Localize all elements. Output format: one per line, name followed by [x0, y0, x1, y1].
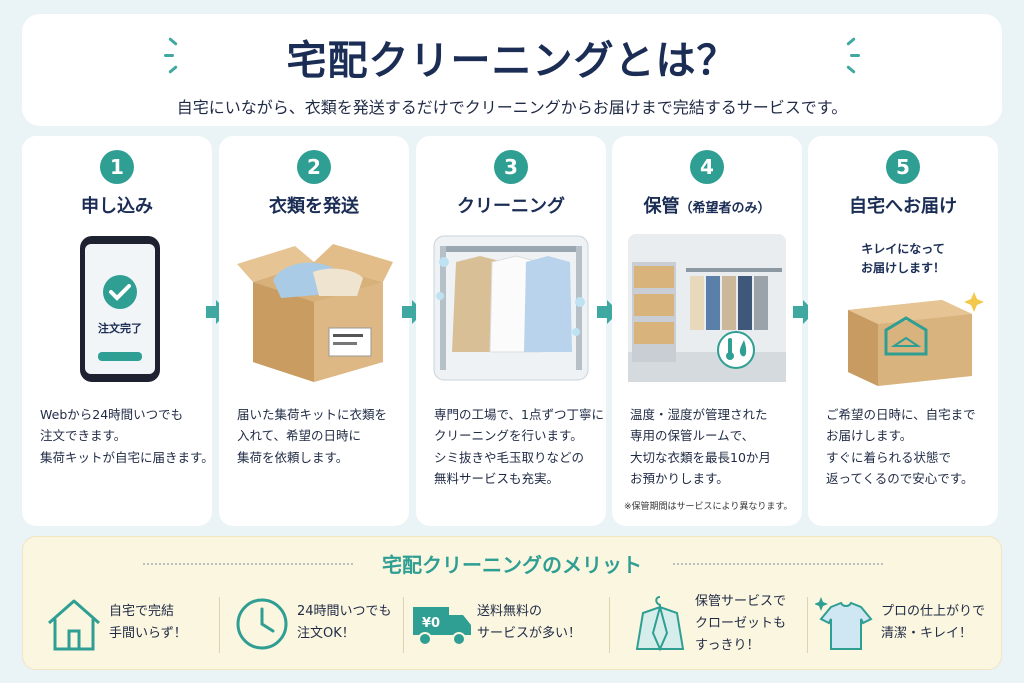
delivery-box-icon — [848, 292, 984, 386]
divider — [403, 597, 404, 653]
divider — [807, 597, 808, 653]
sparkle-left-icon — [162, 36, 192, 76]
divider — [673, 563, 883, 565]
truck-icon: ¥0 — [413, 607, 471, 646]
step-number: 2 — [297, 150, 331, 184]
clock-icon — [236, 598, 288, 650]
jacket-hanger-icon — [635, 596, 685, 652]
step-card-3: 3 クリーニング 専門の工場で、1点ずつ丁寧に クリーニングを行います。 シミ抜… — [416, 136, 606, 526]
phone-label: 注文完了 — [98, 321, 142, 335]
merits-title: 宅配クリーニングのメリット — [382, 553, 642, 577]
divider — [219, 597, 220, 653]
step-number: 4 — [690, 150, 724, 184]
merit-item: プロの仕上がりで 清潔・キレイ！ — [815, 589, 1005, 659]
step-number: 5 — [886, 150, 920, 184]
step-title: 申し込み — [81, 196, 153, 217]
merit-item: 保管サービスで クローゼットも すっきり！ — [629, 589, 819, 659]
step-description: 専門の工場で、1点ずつ丁寧に クリーニングを行います。 シミ抜きや毛玉取りなどの… — [434, 407, 604, 486]
hanging-clothes-icon — [433, 235, 589, 381]
divider — [609, 597, 610, 653]
divider — [143, 563, 353, 565]
merit-item: 24時間いつでも 注文OK！ — [231, 589, 421, 659]
step-number: 1 — [100, 150, 134, 184]
step-number: 3 — [494, 150, 528, 184]
sparkle-right-icon — [832, 36, 862, 76]
step-title: 保管（希望者のみ） — [643, 196, 771, 217]
step-title: 衣類を発送 — [269, 196, 359, 217]
step-title: 自宅へお届け — [849, 196, 957, 217]
cardboard-box-icon — [237, 244, 393, 382]
step-description: 届いた集荷キットに衣類を 入れて、希望の日時に 集荷を依頼します。 — [237, 407, 388, 465]
storage-note: ※保管期間はサービスにより異なります。 — [624, 502, 793, 512]
merit-item: ¥0 送料無料の サービスが多い！ — [411, 589, 601, 659]
merits-panel: 宅配クリーニングのメリット 自宅で完結 手間いらず！ 24時間いつでも 注文OK… — [22, 536, 1002, 670]
step-card-1: 1 申し込み 注文完了 Webから24時間いつでも 注文できます。 集荷キットが… — [22, 136, 214, 526]
page-title: 宅配クリーニングとは？ — [286, 38, 738, 84]
step-description: Webから24時間いつでも 注文できます。 集荷キットが自宅に届きます。 — [40, 407, 214, 465]
smartphone-icon: 注文完了 — [80, 236, 160, 382]
header-card: 宅配クリーニングとは？ 自宅にいながら、衣類を発送するだけでクリーニングからお届… — [22, 14, 1002, 126]
truck-badge: ¥0 — [422, 616, 440, 631]
merit-item: 自宅で完結 手間いらず！ — [43, 589, 233, 659]
page-subtitle: 自宅にいながら、衣類を発送するだけでクリーニングからお届けまで完結するサービスで… — [176, 98, 848, 117]
step-description: 温度・湿度が管理された 専用の保管ルームで、 大切な衣類を最長10か月 お預かり… — [630, 407, 771, 486]
step-card-5: 5 自宅へお届け キレイになって お届けします！ ご希望の日時に、自宅まで お届… — [808, 136, 998, 526]
storage-room-icon — [628, 234, 786, 382]
step-description: ご希望の日時に、自宅まで お届けします。 すぐに着られる状態で 返ってくるので安… — [826, 407, 976, 486]
step-card-2: 2 衣類を発送 届いた集荷キットに衣類を 入れて、希望の日時に 集荷を依頼します… — [219, 136, 409, 526]
step-title: クリーニング — [457, 196, 565, 217]
shirt-sparkle-icon — [815, 597, 873, 650]
step-card-4: 4 保管（希望者のみ） 温度・湿度が管理された 専用の保管ルームで、 大切な衣類… — [612, 136, 802, 526]
delivery-bubble: キレイになって お届けします！ — [860, 242, 945, 276]
house-icon — [48, 599, 100, 651]
